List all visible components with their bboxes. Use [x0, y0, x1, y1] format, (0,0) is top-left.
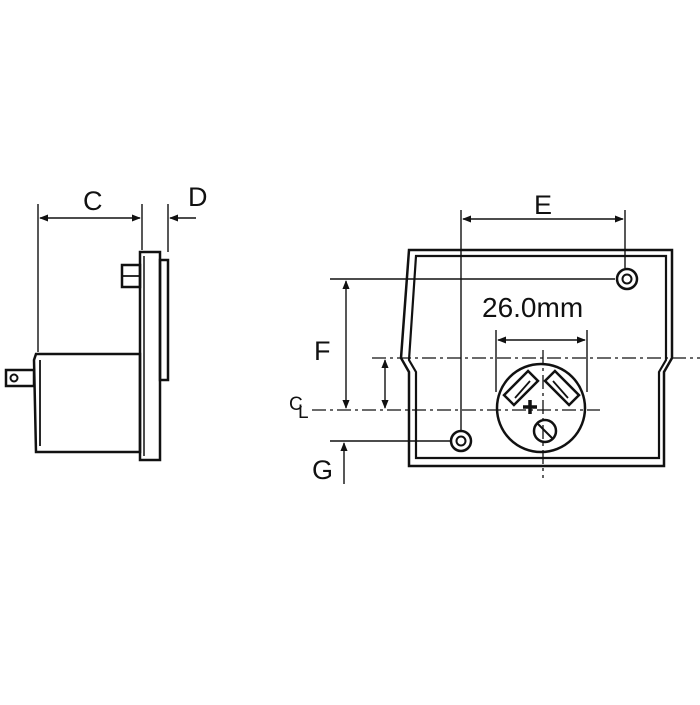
socket-slot-right-detail [552, 380, 569, 399]
front-view: E 26.0mm F G C L [289, 190, 700, 485]
dim-e-label: E [534, 190, 552, 220]
dim-d-label: D [188, 182, 208, 212]
socket-slot-right [543, 369, 581, 407]
front-plate-inner [407, 254, 668, 460]
mount-hole-bottom-left [449, 429, 473, 453]
mount-hole-top-right [615, 267, 639, 291]
cl-symbol-c: C [289, 394, 303, 415]
dim-f-label: F [314, 336, 331, 366]
side-flange-plate [138, 250, 162, 462]
socket-earth-pin-slash [537, 423, 553, 439]
cl-symbol-l: L [298, 402, 309, 423]
mount-hole-top-right-inner [621, 273, 633, 285]
dim-c-label: C [83, 186, 103, 216]
dim-g-label: G [312, 455, 333, 485]
front-plate-outer [399, 248, 674, 468]
side-view: C D [4, 182, 208, 462]
socket-slot-left [502, 369, 540, 407]
dim-26-label: 26.0mm [482, 292, 583, 323]
mount-hole-bottom-left-inner [455, 435, 467, 447]
side-face-cover [158, 258, 170, 382]
plug-prong [4, 368, 36, 388]
socket-earth-pin [532, 418, 558, 444]
plug-prong-hole [9, 373, 19, 383]
socket-center-cross [523, 400, 537, 414]
side-rear-body [32, 352, 142, 454]
socket-outer [495, 362, 587, 454]
socket-slot-left-detail [514, 380, 531, 399]
